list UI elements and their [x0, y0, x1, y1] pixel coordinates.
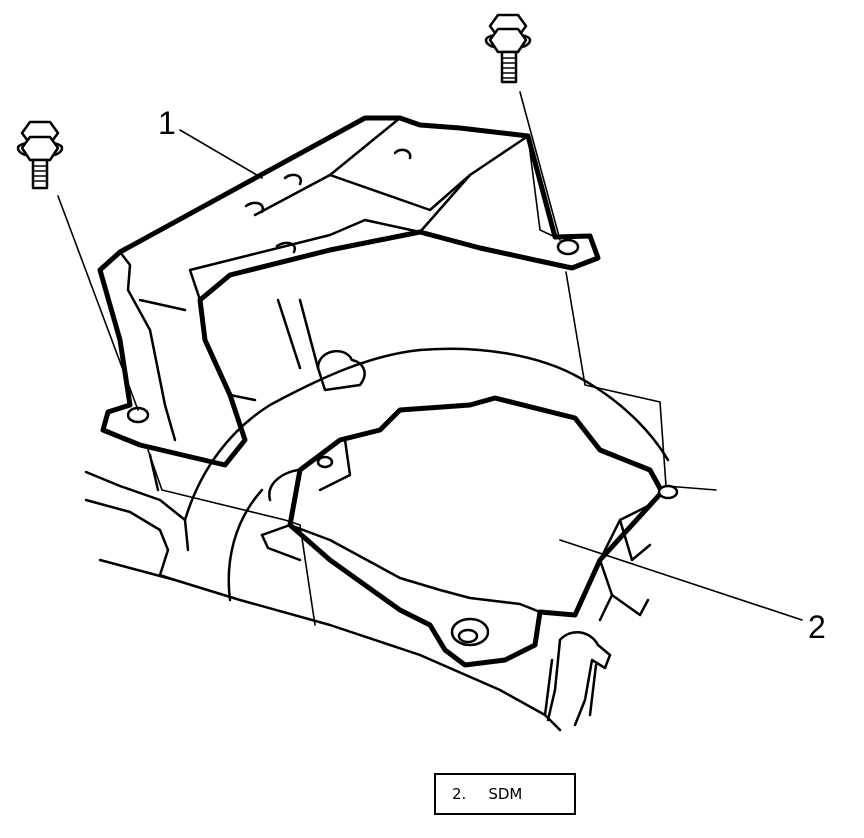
legend-number: 2.	[452, 785, 467, 803]
leader-line-2	[559, 539, 803, 621]
legend-text: SDM	[488, 785, 523, 803]
floor-stud	[276, 298, 366, 392]
callout-label-sdm: 2	[808, 609, 826, 645]
callout-2: 2	[559, 539, 826, 645]
sdm-module	[260, 395, 679, 668]
legend-box: 2. SDM	[434, 773, 576, 815]
wire-harness-connector	[546, 631, 612, 727]
right-bolt	[484, 13, 532, 84]
leader-line-1	[179, 129, 263, 179]
left-bolt	[16, 120, 64, 190]
callout-1: 1	[158, 105, 263, 179]
sdm-bracket	[97, 115, 601, 468]
callout-label-bracket: 1	[158, 105, 176, 141]
alignment-lines	[57, 91, 717, 626]
floor-panel	[84, 347, 670, 732]
